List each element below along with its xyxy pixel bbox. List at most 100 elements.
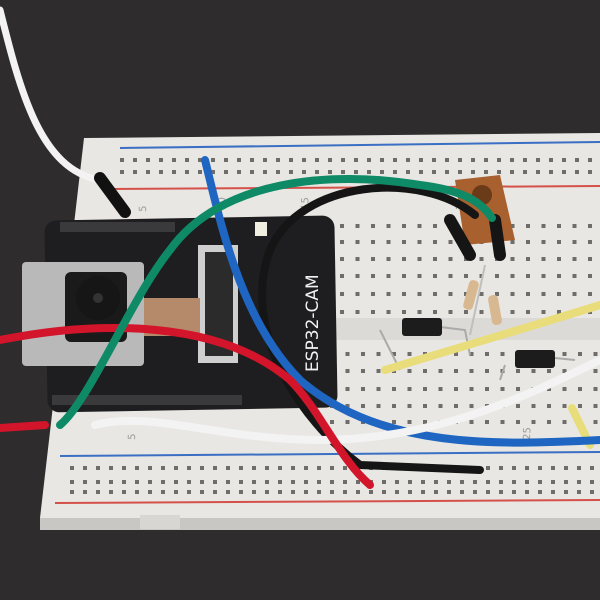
breadboard-hole	[497, 158, 501, 162]
breadboard-hole	[562, 420, 567, 424]
breadboard-hole	[407, 352, 412, 356]
breadboard-hole	[549, 170, 553, 174]
breadboard-hole	[454, 404, 458, 408]
breadboard-hole	[317, 466, 321, 470]
breadboard-hole	[469, 369, 474, 373]
breadboard-hole	[367, 158, 371, 162]
wire-green	[56, 175, 496, 429]
top-blue-rail-line	[119, 141, 600, 149]
breadboard-hole	[454, 352, 458, 356]
breadboard-hole	[588, 158, 592, 162]
breadboard-hole	[590, 480, 594, 484]
wire-yellow	[381, 301, 600, 374]
breadboard-hole	[590, 466, 594, 470]
breadboard-hole	[393, 158, 397, 162]
breadboard-hole	[340, 274, 344, 278]
breadboard-hole	[588, 274, 592, 278]
breadboard-hole	[510, 170, 514, 174]
breadboard-hole	[438, 369, 443, 373]
breadboard-hole	[588, 240, 592, 244]
breadboard-hole	[224, 158, 228, 162]
breadboard-hole	[276, 170, 280, 174]
breadboard-hole	[198, 158, 202, 162]
breadboard-hole	[588, 224, 592, 228]
breadboard-hole	[562, 352, 567, 356]
breadboard-hole	[438, 387, 443, 391]
breadboard-hole	[469, 352, 474, 356]
breadboard-hole	[361, 352, 365, 356]
breadboard-hole	[330, 466, 334, 470]
breadboard-hole	[433, 292, 437, 296]
breadboard-hole	[564, 466, 568, 470]
breadboard-hole	[471, 170, 475, 174]
breadboard-hole	[526, 240, 530, 244]
breadboard-hole	[575, 170, 579, 174]
breadboard-hole	[460, 480, 464, 484]
wire-red	[0, 324, 374, 489]
breadboard-hole	[278, 490, 282, 494]
breadboard-hole	[265, 490, 269, 494]
breadboard-hole	[345, 420, 350, 424]
breadboard-hole	[523, 170, 527, 174]
breadboard-hole	[343, 480, 347, 484]
breadboard-hole	[345, 404, 350, 408]
breadboard-hole	[407, 404, 412, 408]
breadboard-hole	[562, 369, 567, 373]
breadboard-hole	[500, 352, 505, 356]
breadboard-hole	[328, 170, 332, 174]
breadboard-hole	[433, 257, 437, 261]
wire-black	[258, 183, 484, 474]
breadboard-hole	[473, 480, 477, 484]
breadboard-hole	[345, 369, 350, 373]
breadboard-hole	[538, 490, 542, 494]
breadboard-hole	[386, 240, 391, 244]
breadboard-hole	[512, 480, 516, 484]
breadboard-hole	[407, 387, 412, 391]
breadboard-hole	[109, 490, 113, 494]
breadboard-hole	[578, 352, 582, 356]
breadboard-hole	[557, 224, 561, 228]
breadboard-hole	[510, 274, 515, 278]
breadboard-hole	[448, 292, 453, 296]
breadboard-hole	[510, 224, 515, 228]
breadboard-hole	[525, 466, 529, 470]
breadboard-hole	[562, 170, 566, 174]
breadboard-hole	[516, 369, 520, 373]
breadboard-hole	[239, 480, 243, 484]
breadboard-hole	[83, 466, 87, 470]
breadboard-hole	[464, 292, 468, 296]
breadboard-hole	[577, 480, 581, 484]
breadboard-hole	[448, 274, 453, 278]
breadboard-hole	[355, 310, 360, 314]
breadboard-hole	[224, 170, 228, 174]
breadboard-hole	[392, 404, 396, 408]
breadboard-hole	[83, 480, 87, 484]
breadboard-hole	[340, 257, 344, 261]
breadboard-hole	[417, 240, 422, 244]
breadboard-hole	[485, 369, 489, 373]
breadboard-hole	[371, 224, 375, 228]
breadboard-hole	[304, 480, 308, 484]
breadboard-hole	[187, 466, 191, 470]
module-label: ESP32-CAM	[303, 274, 323, 372]
breadboard-hole	[135, 480, 139, 484]
breadboard-hole	[572, 224, 577, 228]
breadboard-hole	[302, 158, 306, 162]
breadboard-hole	[464, 274, 468, 278]
breadboard-hole	[376, 404, 381, 408]
breadboard-hole	[120, 158, 124, 162]
breadboard-hole	[237, 170, 241, 174]
breadboard-hole	[185, 170, 189, 174]
breadboard-hole	[226, 490, 230, 494]
breadboard-hole	[340, 224, 344, 228]
breadboard-hole	[161, 490, 165, 494]
breadboard-hole	[369, 490, 373, 494]
breadboard-hole	[547, 420, 551, 424]
breadboard-hole	[200, 490, 204, 494]
breadboard-hole	[265, 466, 269, 470]
breadboard-hole	[356, 490, 360, 494]
breadboard-hole	[239, 490, 243, 494]
breadboard-hole	[485, 352, 489, 356]
breadboard-hole	[423, 404, 427, 408]
bottom-blue-rail-line	[59, 451, 600, 457]
